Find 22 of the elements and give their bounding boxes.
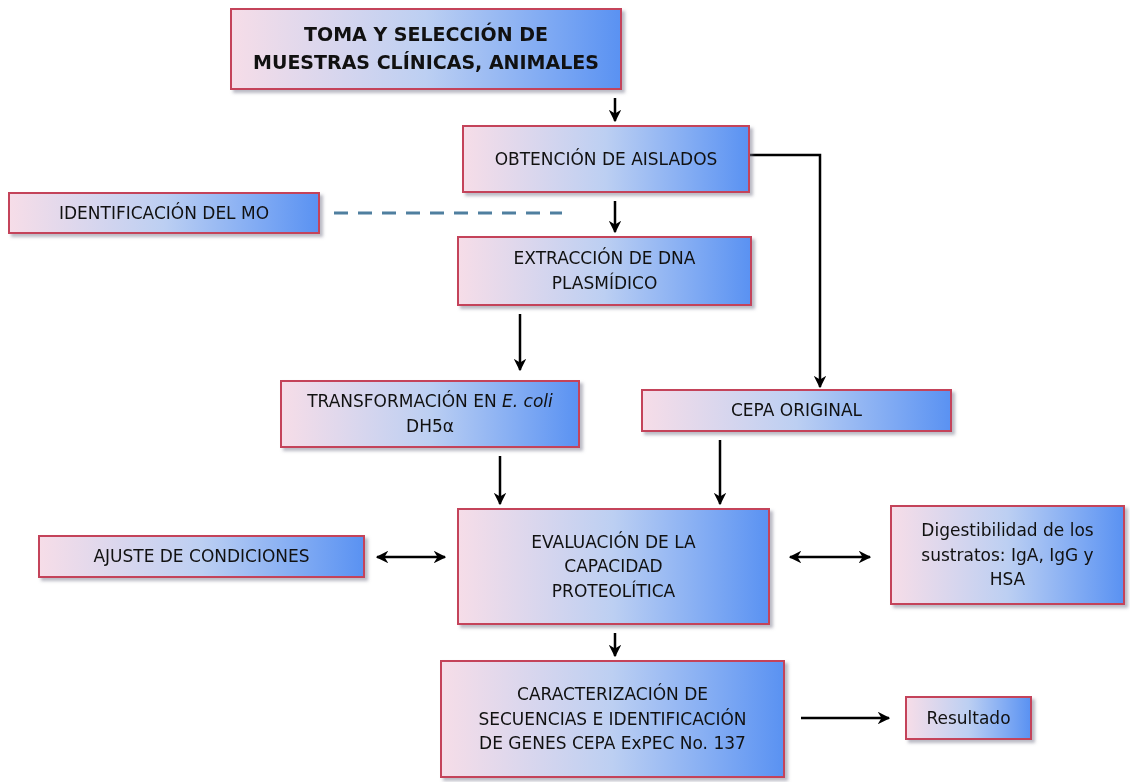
arrow [493, 456, 507, 506]
process-box: CARACTERIZACIÓN DE SECUENCIAS E IDENTIFICACIÓN DE GENES CEPA ExPEC No. 137 [440, 660, 785, 778]
arrow [713, 440, 727, 506]
process-box: EXTRACCIÓN DE DNA PLASMÍDICO [457, 236, 752, 306]
arrow [750, 153, 827, 389]
process-box: EVALUACIÓN DE LA CAPACIDAD PROTEOLÍTICA [457, 508, 770, 625]
arrow [608, 633, 622, 658]
process-box: TOMA Y SELECCIÓN DE MUESTRAS CLÍNICAS, ANIMALES [230, 8, 622, 90]
process-box: IDENTIFICACIÓN DEL MO [8, 192, 320, 234]
arrow [788, 550, 872, 564]
process-box: OBTENCIÓN DE AISLADOS [462, 125, 750, 193]
process-box: CEPA ORIGINAL [641, 389, 952, 432]
arrow [375, 550, 447, 564]
arrow [513, 314, 527, 372]
dashed-line [334, 211, 562, 215]
process-box: Resultado [905, 696, 1032, 740]
arrow [801, 711, 891, 725]
arrow [608, 98, 622, 123]
process-box: AJUSTE DE CONDICIONES [38, 535, 365, 578]
arrow [608, 201, 622, 234]
process-box: TRANSFORMACIÓN EN E. coli DH5α [280, 380, 580, 448]
process-box: Digestibilidad de los sustratos: IgA, IgG y HSA [890, 505, 1125, 605]
